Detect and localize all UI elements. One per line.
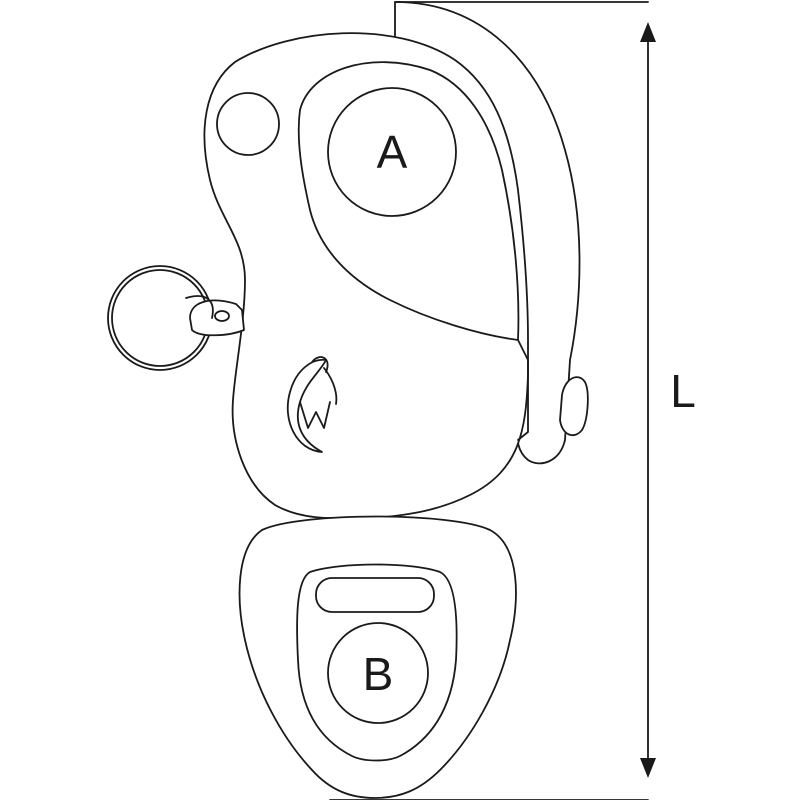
ring-tab (189, 299, 245, 337)
double-arrow-icon (640, 22, 656, 778)
pin-hole (216, 92, 280, 156)
shackle-body (203, 32, 529, 520)
jaw-contour (297, 61, 520, 341)
opening-a-label: A (377, 126, 408, 178)
swivel-slot (315, 577, 435, 613)
opening-b-circle (327, 622, 429, 724)
key-ring-overlap (185, 295, 214, 319)
opening-b-label: B (363, 648, 394, 700)
opening-a-circle (327, 87, 457, 217)
plunger-seam (517, 339, 529, 441)
ring-tab-hole (214, 310, 230, 322)
swivel-eye (238, 515, 517, 799)
swivel-eye-inner (296, 563, 458, 762)
length-label: L (670, 365, 696, 417)
w-swirl-logo-icon (286, 356, 338, 453)
latch-pin (559, 376, 589, 437)
